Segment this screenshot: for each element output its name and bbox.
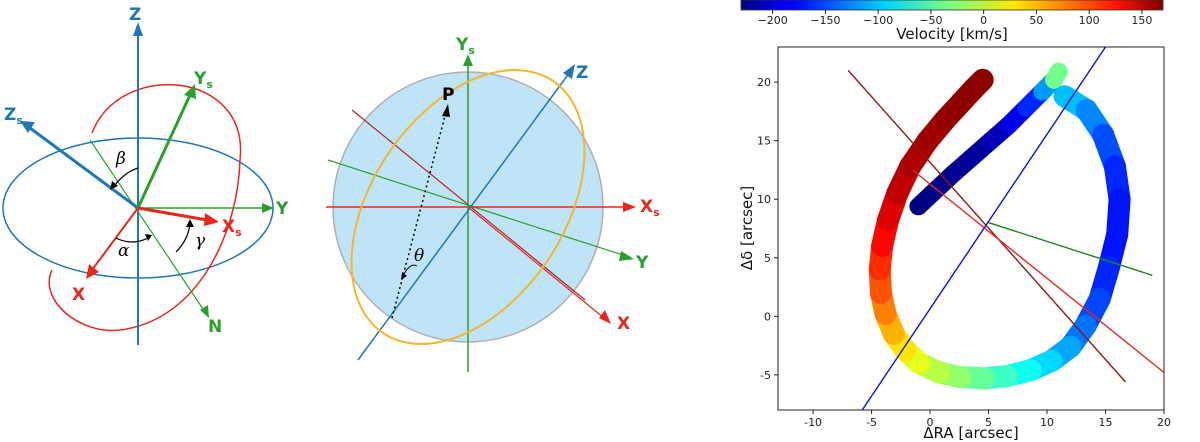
colorbar-tick-label: 50 (1029, 14, 1043, 27)
zs-axis (29, 126, 139, 210)
alpha-label: α (118, 241, 130, 261)
xs-line-arrowhead (623, 202, 636, 212)
x-tick-label: 15 (1099, 416, 1113, 429)
x-tick-label: -10 (804, 416, 822, 429)
ys-line-arrowhead (463, 54, 473, 66)
x-label: X (72, 285, 85, 305)
y-tick-label: 5 (764, 252, 771, 265)
inner-arc-segment (1045, 62, 1068, 89)
y-tick-label: 20 (757, 76, 771, 89)
y-line-arrowhead (619, 251, 634, 261)
colorbar-tick-label: −200 (758, 14, 788, 27)
x-axis (91, 207, 139, 271)
xsys-plane-curve (48, 83, 242, 332)
n-label: N (208, 317, 222, 337)
colorbar-tick-label: −50 (919, 14, 942, 27)
ys-label-2: Ys (455, 35, 475, 57)
z-label: Z (129, 5, 141, 25)
y-label-2: Y (635, 253, 649, 273)
xs-axis-arrowhead (204, 213, 219, 226)
colorbar-tick-label: 150 (1131, 14, 1152, 27)
y-label: Y (275, 199, 289, 219)
p-label: P (442, 85, 454, 105)
x-tick-label: -5 (866, 416, 877, 429)
colorbar-tick-label: −150 (810, 14, 840, 27)
y-tick-label: 10 (757, 193, 771, 206)
x-axis-arrowhead (86, 264, 99, 279)
alpha-arc-arrowhead (145, 234, 152, 241)
overlay-line-3 (988, 221, 1153, 276)
x-axis-label: ΔRA [arcsec] (923, 424, 1018, 442)
x-tick-label: 10 (1040, 416, 1054, 429)
theta-arc-arrowhead (401, 272, 407, 280)
y-line (327, 159, 627, 257)
colorbar-label: Velocity [km/s] (896, 25, 1007, 43)
node-line-arrowhead (200, 305, 209, 318)
x-label-2: X (617, 314, 630, 334)
x-tick-label: 5 (985, 416, 992, 429)
overlay-line-0 (847, 69, 1126, 383)
z-axis-arrowhead (133, 22, 143, 36)
beta-label: β (115, 149, 126, 169)
x-tick-label: 0 (927, 416, 934, 429)
y-axis-label: Δδ [arcsec] (738, 186, 756, 270)
overlay-line-2 (861, 47, 1107, 410)
y-tick-label: -5 (760, 369, 771, 382)
alpha-arc (115, 237, 149, 243)
z-line-arrowhead (563, 64, 575, 79)
sphere-projection-diagram: Ys Z Xs Y X P θ (326, 35, 660, 372)
colorbar-tick-label: 100 (1079, 14, 1100, 27)
xs-label-2: Xs (640, 197, 660, 219)
orbit-ellipse (350, 69, 586, 345)
ys-axis-arrowhead (184, 84, 196, 99)
beta-arc (113, 167, 139, 187)
x-line-arrowhead (599, 310, 611, 324)
y-tick-label: 0 (764, 310, 771, 323)
xs-label: Xs (222, 217, 242, 239)
theta-label: θ (414, 246, 424, 266)
axis-ticks: -10 -5 0 5 10 15 20 -5 0 5 10 15 20 (757, 76, 1171, 429)
colorbar-tick-label: 0 (980, 14, 987, 27)
zs-label: Zs (4, 105, 23, 127)
gamma-arc-arrowhead (186, 219, 194, 227)
plot-marks (847, 47, 1164, 410)
x-tick-label: 20 (1157, 416, 1171, 429)
y-axis-arrowhead (262, 203, 274, 213)
node-line (89, 139, 206, 313)
p-vector-arrowhead (442, 104, 450, 117)
zs-axis-arrowhead (20, 121, 35, 133)
y-tick-label: 15 (757, 135, 771, 148)
beta-arc-arrowhead (110, 181, 118, 190)
colorbar-ticks: −200 −150 −100 −50 0 50 100 150 (758, 10, 1152, 27)
gamma-arc (175, 223, 191, 253)
p-vector (391, 111, 447, 319)
gamma-label: γ (195, 231, 206, 251)
ring-segment (963, 68, 994, 99)
ys-label: Ys (193, 69, 213, 91)
x-line (467, 206, 605, 319)
ys-axis (136, 94, 192, 209)
colorbar (740, 0, 1164, 11)
xs-axis (137, 206, 208, 222)
euler-rotation-diagram: Z Zs Ys Y Xs X N β α γ (2, 5, 289, 345)
overlay-line-1 (912, 169, 1164, 374)
colorbar-tick-label: −100 (863, 14, 893, 27)
z-label-2: Z (576, 63, 588, 83)
